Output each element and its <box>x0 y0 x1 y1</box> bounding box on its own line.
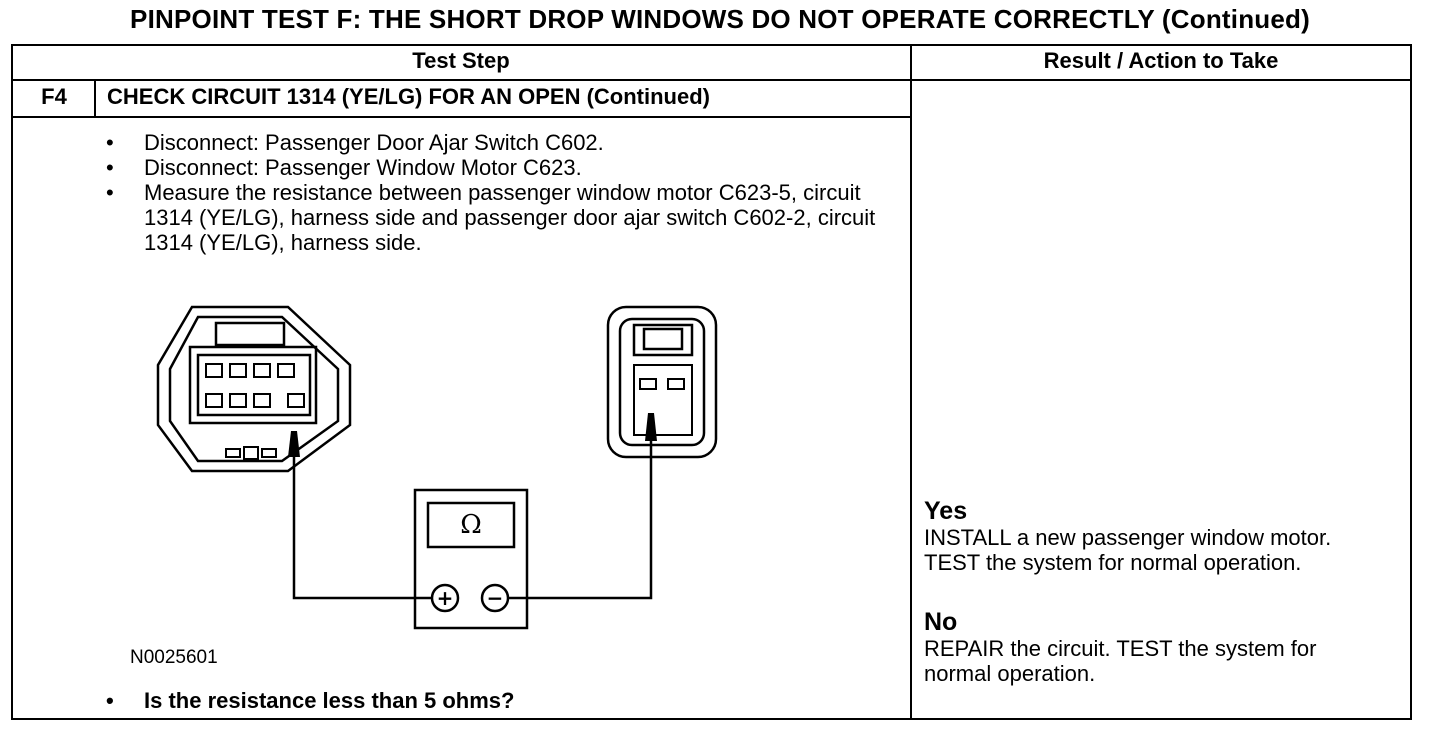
wiring-diagram: Ω + − <box>156 305 718 630</box>
plus-terminal: + <box>437 586 454 610</box>
step-divider <box>11 116 911 118</box>
figure-id: N0025601 <box>130 647 218 668</box>
column-header-test-step: Test Step <box>412 48 510 73</box>
result-yes: Yes INSTALL a new passenger window motor… <box>924 497 1394 576</box>
list-item: Disconnect: Passenger Door Ajar Switch C… <box>104 130 894 155</box>
step-id: F4 <box>41 84 67 109</box>
list-item: Measure the resistance between passenger… <box>104 180 894 255</box>
probe-tip-right <box>645 413 657 441</box>
door-ajar-switch-connector-icon <box>606 305 718 459</box>
question-text: Is the resistance less than 5 ohms? <box>144 688 515 713</box>
minus-terminal: − <box>487 586 504 610</box>
step-instructions: Disconnect: Passenger Door Ajar Switch C… <box>104 130 894 255</box>
yes-label: Yes <box>924 497 968 525</box>
header-divider <box>11 79 1412 81</box>
column-divider <box>910 44 912 720</box>
no-action: REPAIR the circuit. TEST the system for … <box>924 636 1317 686</box>
window-motor-connector-icon <box>156 305 352 473</box>
step-question: Is the resistance less than 5 ohms? <box>104 688 514 714</box>
result-no: No REPAIR the circuit. TEST the system f… <box>924 608 1394 687</box>
no-label: No <box>924 608 958 636</box>
column-header-result: Result / Action to Take <box>1043 48 1279 73</box>
yes-action: INSTALL a new passenger window motor. TE… <box>924 525 1332 575</box>
list-item: Disconnect: Passenger Window Motor C623. <box>104 155 894 180</box>
step-id-divider <box>94 79 96 117</box>
test-lead-left <box>292 435 432 600</box>
page-title: PINPOINT TEST F: THE SHORT DROP WINDOWS … <box>130 4 1310 34</box>
ohm-symbol: Ω <box>460 510 482 540</box>
test-lead-right <box>508 419 653 600</box>
probe-tip-left <box>288 431 300 457</box>
test-table <box>11 44 1412 720</box>
step-title: CHECK CIRCUIT 1314 (YE/LG) FOR AN OPEN (… <box>107 84 710 109</box>
